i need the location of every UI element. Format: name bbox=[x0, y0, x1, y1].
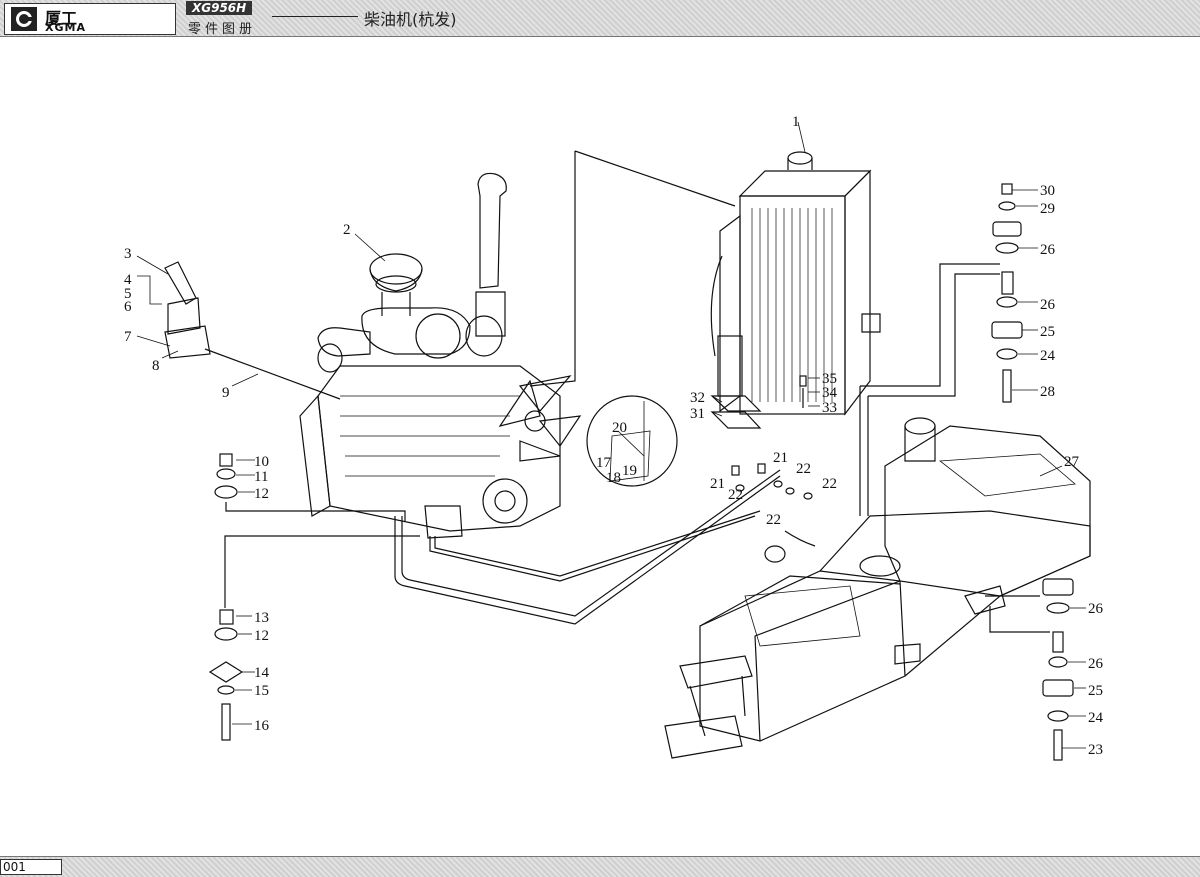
callout-21b: 21 bbox=[773, 450, 788, 466]
callout-7: 7 bbox=[124, 329, 132, 345]
logo-english-text: XGMA bbox=[45, 21, 86, 34]
callout-15: 15 bbox=[254, 683, 269, 699]
callout-22a: 22 bbox=[728, 487, 743, 503]
diesel-engine bbox=[299, 172, 582, 539]
callout-2: 2 bbox=[343, 222, 351, 238]
callout-25-upper: 25 bbox=[1040, 324, 1055, 340]
callout-20: 20 bbox=[612, 420, 627, 436]
model-number: XG956H bbox=[186, 1, 253, 15]
radiator-assembly bbox=[710, 151, 881, 429]
callout-13: 13 bbox=[254, 610, 269, 626]
callout-14: 14 bbox=[254, 665, 270, 681]
callout-24-upper: 24 bbox=[1040, 348, 1056, 364]
callout-32: 32 bbox=[690, 390, 705, 406]
callout-3: 3 bbox=[124, 246, 132, 262]
callout-22d: 22 bbox=[766, 512, 781, 528]
callout-26-upper-b: 26 bbox=[1040, 297, 1056, 313]
throttle-pedal bbox=[164, 261, 341, 400]
callout-29: 29 bbox=[1040, 201, 1055, 217]
callout-30: 30 bbox=[1040, 183, 1055, 199]
logo-chinese-text: 厦工 bbox=[45, 9, 78, 28]
callout-11: 11 bbox=[254, 469, 268, 485]
callout-leader-lines bbox=[136, 121, 1086, 749]
callout-22c: 22 bbox=[822, 476, 837, 492]
callout-17: 17 bbox=[596, 455, 612, 471]
callout-26-lower-a: 26 bbox=[1088, 601, 1104, 617]
callout-labels: 1 2 3 4 5 6 7 8 9 10 11 12 13 12 14 15 1… bbox=[124, 114, 1104, 758]
callout-18: 18 bbox=[606, 470, 621, 486]
callout-1: 1 bbox=[792, 114, 800, 130]
callout-24-lower: 24 bbox=[1088, 710, 1104, 726]
callout-4: 4 bbox=[124, 272, 132, 288]
engine-mount-parts bbox=[208, 183, 1074, 761]
callout-22b: 22 bbox=[796, 461, 811, 477]
page-header: 厦工 XGMA XG956H 零件图册 柴油机(杭发) bbox=[0, 0, 1200, 37]
page-footer: 001 bbox=[0, 856, 1200, 877]
xgma-logo-icon bbox=[11, 7, 37, 31]
callout-16: 16 bbox=[254, 718, 270, 734]
callout-12-lower: 12 bbox=[254, 628, 269, 644]
brand-logo: 厦工 XGMA bbox=[4, 3, 176, 35]
detail-view-callout bbox=[586, 395, 678, 487]
exploded-parts-diagram: 1 2 3 4 5 6 7 8 9 10 11 12 13 12 14 15 1… bbox=[124, 114, 1104, 761]
callout-23: 23 bbox=[1088, 742, 1103, 758]
callout-31: 31 bbox=[690, 406, 705, 422]
callout-28: 28 bbox=[1040, 384, 1055, 400]
callout-34: 34 bbox=[822, 385, 838, 401]
connecting-pipes bbox=[224, 150, 1050, 633]
callout-33: 33 bbox=[822, 400, 837, 416]
callout-5: 5 bbox=[124, 286, 132, 302]
callout-21a: 21 bbox=[710, 476, 725, 492]
callout-12: 12 bbox=[254, 486, 269, 502]
callout-27: 27 bbox=[1064, 454, 1080, 470]
callout-35: 35 bbox=[822, 371, 837, 387]
page-number: 001 bbox=[0, 859, 62, 875]
callout-10: 10 bbox=[254, 454, 269, 470]
catalog-label: 零件图册 bbox=[188, 22, 257, 37]
header-rule bbox=[272, 16, 358, 17]
callout-19: 19 bbox=[622, 463, 637, 479]
callout-8: 8 bbox=[152, 358, 160, 374]
callout-25-lower: 25 bbox=[1088, 683, 1103, 699]
callout-26-lower-b: 26 bbox=[1088, 656, 1104, 672]
callout-26-upper-a: 26 bbox=[1040, 242, 1056, 258]
fuel-tank bbox=[664, 417, 1091, 759]
callout-6: 6 bbox=[124, 299, 132, 315]
section-title: 柴油机(杭发) bbox=[364, 10, 457, 29]
callout-9: 9 bbox=[222, 385, 230, 401]
